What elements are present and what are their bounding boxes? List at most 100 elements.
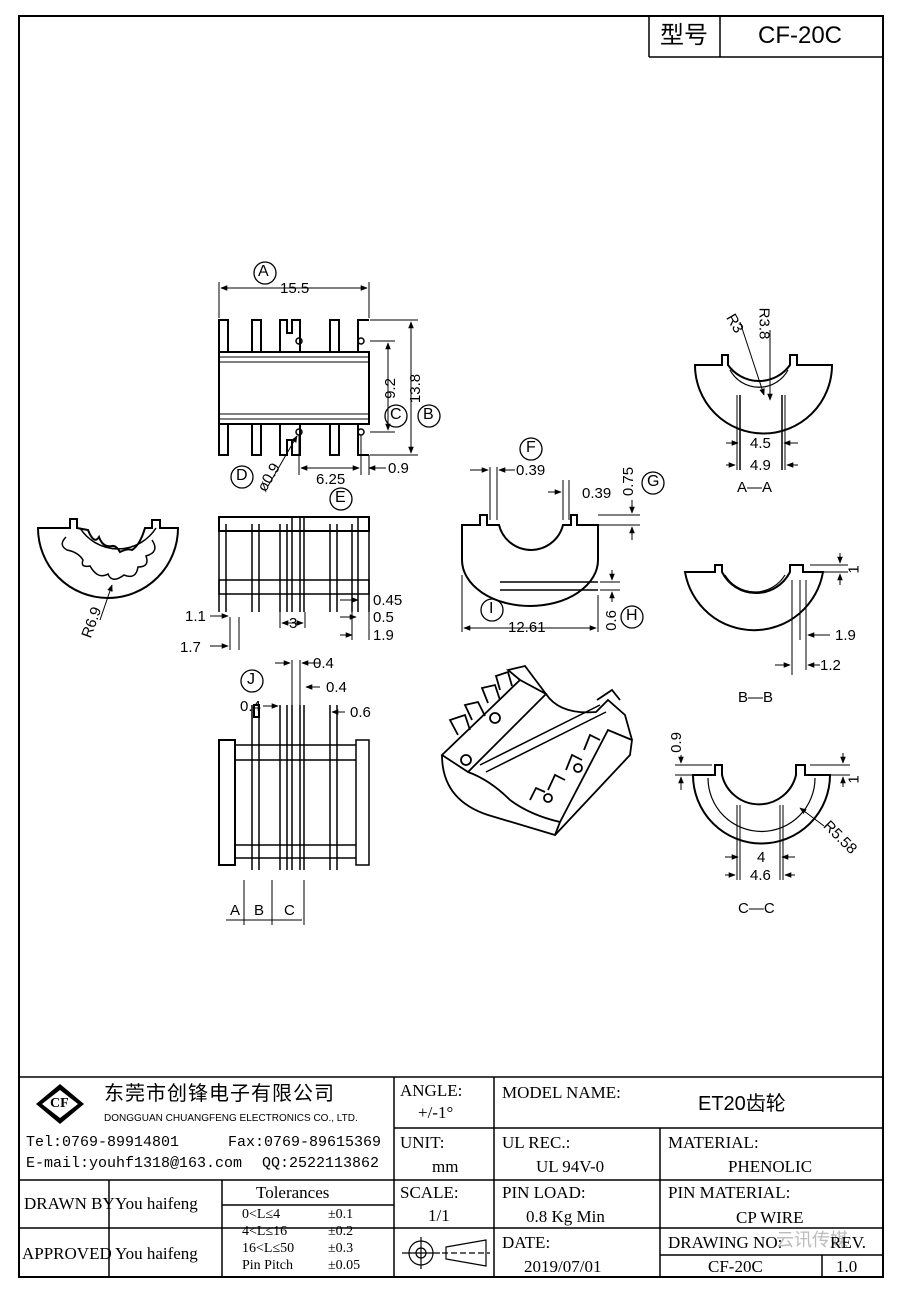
dim-j-0-4-c: 0.4 — [240, 698, 261, 715]
title-block-grid — [18, 15, 884, 1278]
tolerances-title: Tolerances — [256, 1183, 330, 1202]
top-view — [218, 282, 418, 487]
tol-range-2: 4<L≤16 — [242, 1224, 288, 1239]
tol-value-2: ±0.2 — [328, 1224, 354, 1239]
dim-0-9: 0.9 — [388, 460, 409, 477]
unit-value: mm — [432, 1157, 459, 1176]
company-tel: Tel:0769-89914801 — [26, 1134, 180, 1151]
dim-cc-4: 4 — [757, 849, 766, 866]
tol-value-3: ±0.3 — [328, 1241, 354, 1256]
dim-bb-1-9: 1.9 — [835, 627, 856, 644]
section-bb — [683, 553, 848, 675]
dim-g-0-75: 0.75 — [620, 466, 638, 497]
callout-f: F — [526, 439, 536, 456]
callout-a: A — [258, 263, 269, 280]
cross-section — [461, 467, 640, 632]
callout-circles — [230, 261, 665, 693]
pinload-value: 0.8 Kg Min — [526, 1207, 605, 1226]
company-qq: QQ:2522113862 — [262, 1155, 380, 1172]
unit-label: UNIT: — [400, 1133, 445, 1152]
company-fax: Fax:0769-89615369 — [228, 1134, 382, 1151]
pinmat-value: CP WIRE — [736, 1208, 804, 1227]
company-name-en: DONGGUAN CHUANGFENG ELECTRONICS CO., LTD… — [104, 1113, 358, 1124]
callout-b: B — [423, 406, 434, 423]
date-value: 2019/07/01 — [524, 1257, 602, 1276]
tol-range-3: 16<L≤50 — [242, 1241, 295, 1256]
callout-d: D — [236, 467, 248, 484]
callout-e: E — [335, 489, 346, 506]
end-view — [218, 660, 370, 925]
tol-value-1: ±0.1 — [328, 1207, 354, 1222]
dim-1-7: 1.7 — [180, 639, 201, 656]
pinmat-label: PIN MATERIAL: — [668, 1183, 791, 1202]
dim-aa-4-9: 4.9 — [750, 457, 771, 474]
dim-f-0-39: 0.39 — [516, 462, 546, 479]
section-mark-c: C — [284, 902, 295, 919]
type-label: 型号 — [660, 22, 708, 49]
gear-view — [36, 518, 180, 621]
ul-value: UL 94V-0 — [536, 1157, 605, 1176]
model-label: MODEL NAME: — [502, 1083, 621, 1102]
company-logo — [36, 1084, 84, 1124]
section-label-aa: A—A — [737, 479, 773, 496]
scale-value: 1/1 — [428, 1206, 450, 1225]
dim-cc-1: 1 — [845, 775, 863, 784]
rev-value: 1.0 — [836, 1257, 858, 1276]
callout-i: I — [489, 600, 494, 617]
dim-0-39-b: 0.39 — [582, 485, 612, 502]
dim-aa-4-5: 4.5 — [750, 435, 771, 452]
section-mark-a: A — [230, 902, 241, 919]
date-label: DATE: — [502, 1233, 551, 1252]
company-name-cn: 东莞市创锋电子有限公司 — [104, 1083, 335, 1105]
model-value: ET20齿轮 — [698, 1093, 786, 1115]
section-label-cc: C—C — [738, 900, 775, 917]
dim-3: 3 — [289, 615, 298, 632]
dim-1-9: 1.9 — [373, 627, 394, 644]
company-email: E-mail:youhf1318@163.com — [26, 1155, 243, 1172]
logo-text: CF — [50, 1096, 69, 1111]
drawn-by-value: You haifeng — [115, 1194, 198, 1213]
type-value: CF-20C — [758, 22, 843, 49]
dim-0-5: 0.5 — [373, 609, 394, 626]
dim-h-0-6: 0.6 — [602, 610, 620, 631]
tol-range-4: Pin Pitch — [242, 1258, 293, 1273]
callout-j: J — [247, 671, 255, 688]
dim-aa-r3-8: R3.8 — [755, 307, 773, 340]
sheet-border — [18, 15, 884, 1278]
pinload-label: PIN LOAD: — [502, 1183, 586, 1202]
section-mark-b: B — [254, 902, 265, 919]
dim-i-12-61: 12.61 — [508, 619, 546, 636]
callout-c: C — [390, 406, 402, 423]
ul-label: UL REC.: — [502, 1133, 571, 1152]
dim-j-0-4-a: 0.4 — [313, 655, 334, 672]
dim-j-0-4-b: 0.4 — [326, 679, 347, 696]
callout-h: H — [626, 607, 638, 624]
material-value: PHENOLIC — [728, 1157, 813, 1176]
section-cc — [675, 753, 850, 880]
isometric-view — [440, 664, 633, 837]
dim-cc-0-9: 0.9 — [667, 732, 685, 753]
dim-bb-1-2: 1.2 — [820, 657, 841, 674]
dim-13-8: 13.8 — [407, 373, 425, 404]
approved-value: You haifeng — [115, 1244, 198, 1263]
tol-range-1: 0<L≤4 — [242, 1207, 281, 1222]
side-view — [210, 516, 370, 650]
drawing-no-label: DRAWING NO: — [668, 1233, 783, 1252]
angle-value: +/-1° — [418, 1103, 454, 1122]
dim-j-0-6: 0.6 — [350, 704, 371, 721]
dim-6-25: 6.25 — [316, 471, 346, 488]
tol-value-4: ±0.05 — [328, 1258, 361, 1273]
rev-label: REV. — [830, 1233, 867, 1252]
projection-symbol-icon — [402, 1237, 490, 1269]
dim-cc-4-6: 4.6 — [750, 867, 771, 884]
watermark: 云讯传媒 — [776, 1230, 848, 1250]
dim-0-45: 0.45 — [373, 592, 403, 609]
approved-label: APPROVED — [22, 1244, 112, 1263]
scale-label: SCALE: — [400, 1183, 459, 1202]
dim-bb-1: 1 — [845, 565, 863, 574]
section-label-bb: B—B — [738, 689, 774, 706]
callout-g: G — [647, 473, 660, 490]
dim-15-5: 15.5 — [280, 280, 310, 297]
dim-9-2: 9.2 — [381, 378, 399, 399]
